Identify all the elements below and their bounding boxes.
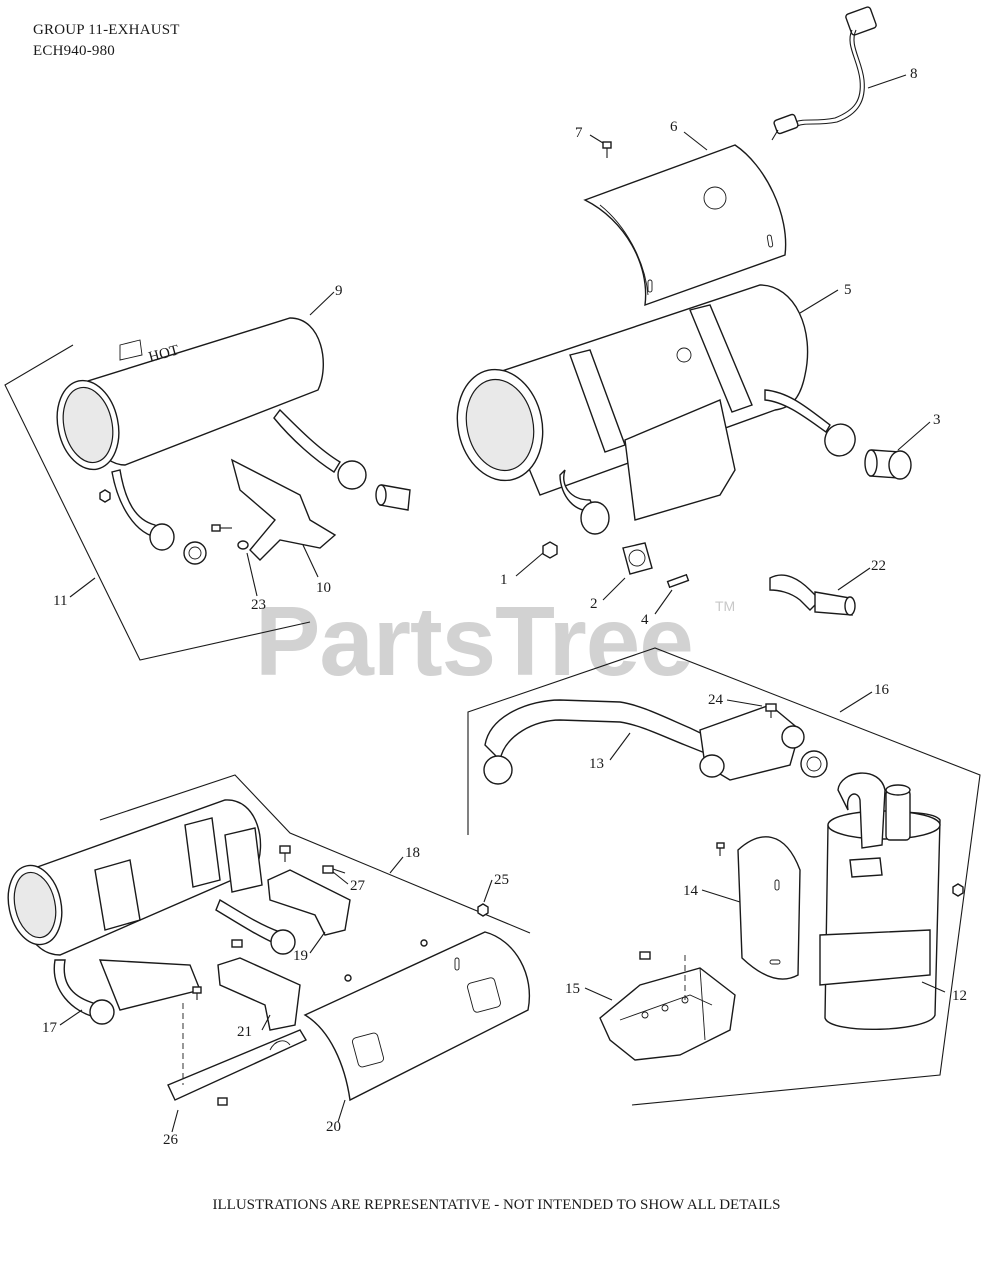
- callout-21: 21: [237, 1024, 252, 1040]
- callout-25: 25: [494, 872, 509, 888]
- muffler-assembly-11-outline: [4, 344, 311, 661]
- callout-3: 3: [933, 412, 941, 428]
- bracket-19[interactable]: [267, 869, 351, 936]
- callout-1: 1: [500, 572, 508, 588]
- leader-lines: [59, 74, 946, 1133]
- gasket-left-upper[interactable]: [183, 541, 207, 565]
- screw-left-upper[interactable]: [211, 524, 232, 532]
- screw-27[interactable]: [322, 865, 346, 874]
- screw-24[interactable]: [765, 703, 777, 718]
- heat-shield-6[interactable]: [583, 144, 787, 307]
- callout-6: 6: [670, 119, 678, 135]
- screw-7[interactable]: [602, 141, 612, 158]
- callout-23: 23: [251, 597, 266, 613]
- callout-numbers: 7 6 8 9 5 3 1 2 4 22 11 10 23 24 16 13 1…: [42, 66, 967, 1148]
- nut-25[interactable]: [477, 903, 489, 917]
- callout-19: 19: [293, 948, 308, 964]
- bracket-21[interactable]: [217, 939, 301, 1031]
- parts-tree-watermark: PartsTree: [255, 586, 694, 696]
- callout-10: 10: [316, 580, 331, 596]
- bracket-15[interactable]: [599, 951, 736, 1061]
- nut-left-upper[interactable]: [99, 489, 111, 503]
- callout-16: 16: [874, 682, 890, 698]
- callout-15: 15: [565, 981, 580, 997]
- callout-20: 20: [326, 1119, 341, 1135]
- footer-disclaimer: ILLUSTRATIONS ARE REPRESENTATIVE - NOT I…: [212, 1197, 781, 1213]
- screw-14[interactable]: [716, 842, 725, 856]
- callout-13: 13: [589, 756, 604, 772]
- watermark-trademark: TM: [715, 598, 736, 614]
- callout-11: 11: [53, 593, 67, 609]
- diagram-title: GROUP 11-EXHAUST: [33, 22, 180, 38]
- callout-18: 18: [405, 845, 420, 861]
- screw-18[interactable]: [279, 845, 291, 862]
- callout-5: 5: [844, 282, 852, 298]
- callout-17: 17: [42, 1020, 58, 1036]
- vertical-muffler-12[interactable]: [819, 772, 941, 1030]
- callout-9: 9: [335, 283, 343, 299]
- muffler-5[interactable]: [447, 284, 859, 535]
- oxygen-sensor-8[interactable]: [771, 6, 877, 141]
- callout-8: 8: [910, 66, 918, 82]
- callout-14: 14: [683, 883, 699, 899]
- heat-shield-20[interactable]: [303, 931, 530, 1102]
- nut-1[interactable]: [542, 541, 558, 559]
- tube-left-upper[interactable]: [375, 484, 411, 511]
- heat-shield-26[interactable]: [167, 1003, 308, 1101]
- screw-17[interactable]: [192, 986, 202, 1000]
- callout-27: 27: [350, 878, 366, 894]
- gasket-16[interactable]: [800, 750, 828, 778]
- exhaust-pipe-13[interactable]: [483, 699, 805, 785]
- gasket-2[interactable]: [622, 542, 653, 575]
- heat-shield-14[interactable]: [737, 836, 801, 980]
- callout-2: 2: [590, 596, 598, 612]
- exhaust-tube-3[interactable]: [864, 449, 912, 480]
- bracket-10[interactable]: [230, 458, 337, 561]
- washer-23[interactable]: [237, 540, 249, 550]
- sensor-adapter-22[interactable]: [769, 574, 856, 616]
- muffler-9[interactable]: HOT: [49, 317, 367, 551]
- callout-26: 26: [163, 1132, 179, 1148]
- callout-22: 22: [871, 558, 886, 574]
- hot-warning-label: HOT: [147, 342, 181, 365]
- muffler-17[interactable]: [1, 799, 296, 1025]
- assembly-16-outline: [467, 647, 981, 1106]
- screw-26[interactable]: [217, 1097, 228, 1106]
- nut-12[interactable]: [952, 883, 964, 897]
- model-range: ECH940-980: [33, 43, 115, 59]
- callout-24: 24: [708, 692, 724, 708]
- stud-4[interactable]: [666, 573, 690, 589]
- callout-7: 7: [575, 125, 583, 141]
- callout-12: 12: [952, 988, 967, 1004]
- callout-4: 4: [641, 612, 649, 628]
- assembly-18-outline: [99, 774, 531, 934]
